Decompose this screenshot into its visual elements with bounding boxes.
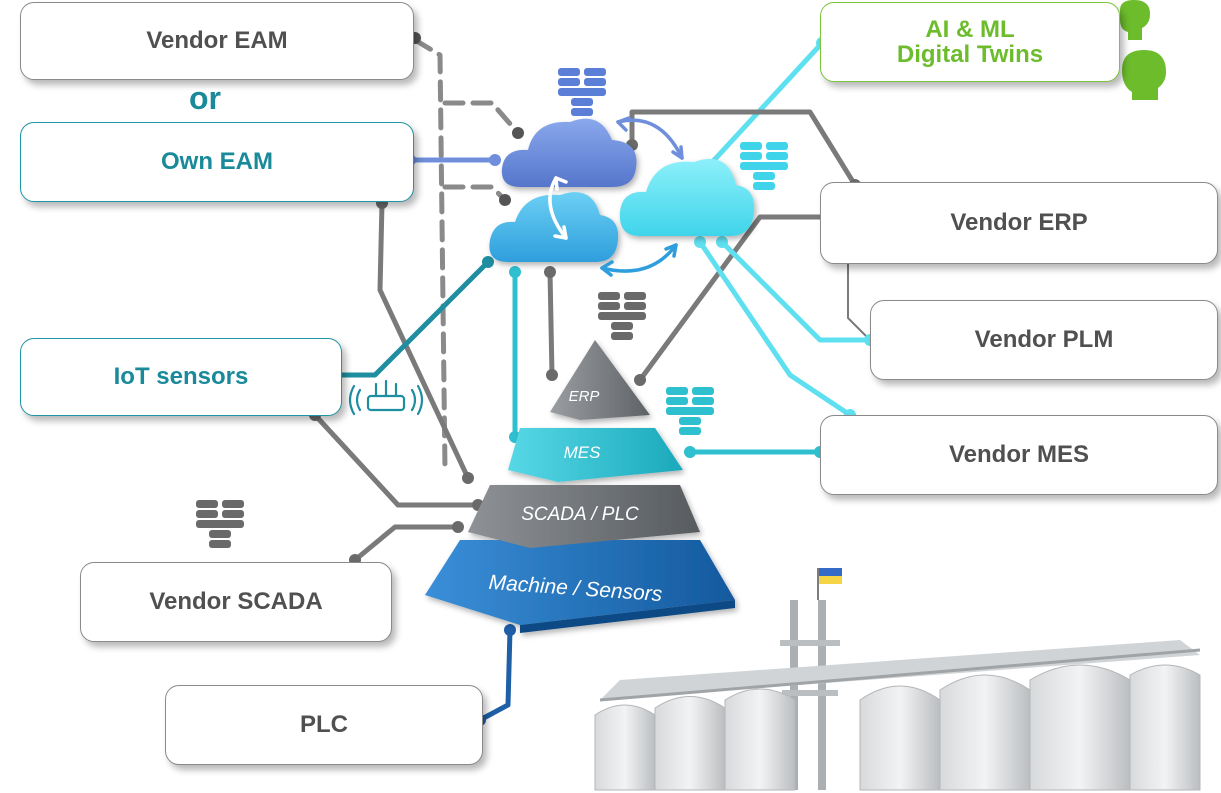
vendor-erp-box[interactable]: Vendor ERP	[820, 182, 1218, 264]
plc-box[interactable]: PLC	[165, 685, 483, 765]
database-icon-gray-center	[598, 292, 646, 340]
database-icon-teal	[666, 387, 714, 435]
grain-silo-illustration	[594, 568, 1201, 791]
vendor-eam-box[interactable]: Vendor EAM	[20, 2, 414, 80]
ai-ml-digital-twins-box[interactable]: AI & ML Digital Twins	[820, 2, 1120, 82]
pyramid-label-scada-plc: SCADA / PLC	[521, 504, 639, 525]
cloud-sky	[489, 192, 619, 262]
pyramid	[425, 340, 735, 633]
vendor-scada-box[interactable]: Vendor SCADA	[80, 562, 392, 642]
vendor-plm-box[interactable]: Vendor PLM	[870, 300, 1218, 380]
cloud-cyan	[619, 158, 755, 236]
database-icon-cyan	[740, 142, 788, 190]
or-label: or	[189, 80, 221, 116]
database-icon-blue	[558, 68, 606, 116]
ai-brain-icon	[1120, 0, 1166, 100]
digital-twins-label: Digital Twins	[896, 41, 1044, 68]
cloud-blue	[501, 118, 637, 187]
database-icon-gray-left	[196, 500, 244, 548]
own-eam-box[interactable]: Own EAM	[20, 122, 414, 202]
ai-ml-label: AI & ML	[925, 15, 1015, 43]
sync-arrows	[548, 116, 684, 277]
connector-lines	[312, 37, 873, 723]
wifi-router-icon	[348, 379, 424, 416]
iot-sensors-box[interactable]: IoT sensors	[20, 338, 342, 416]
vendor-mes-box[interactable]: Vendor MES	[820, 415, 1218, 495]
pyramid-label-mes: MES	[564, 443, 602, 462]
pyramid-label-erp: ERP	[569, 388, 600, 405]
